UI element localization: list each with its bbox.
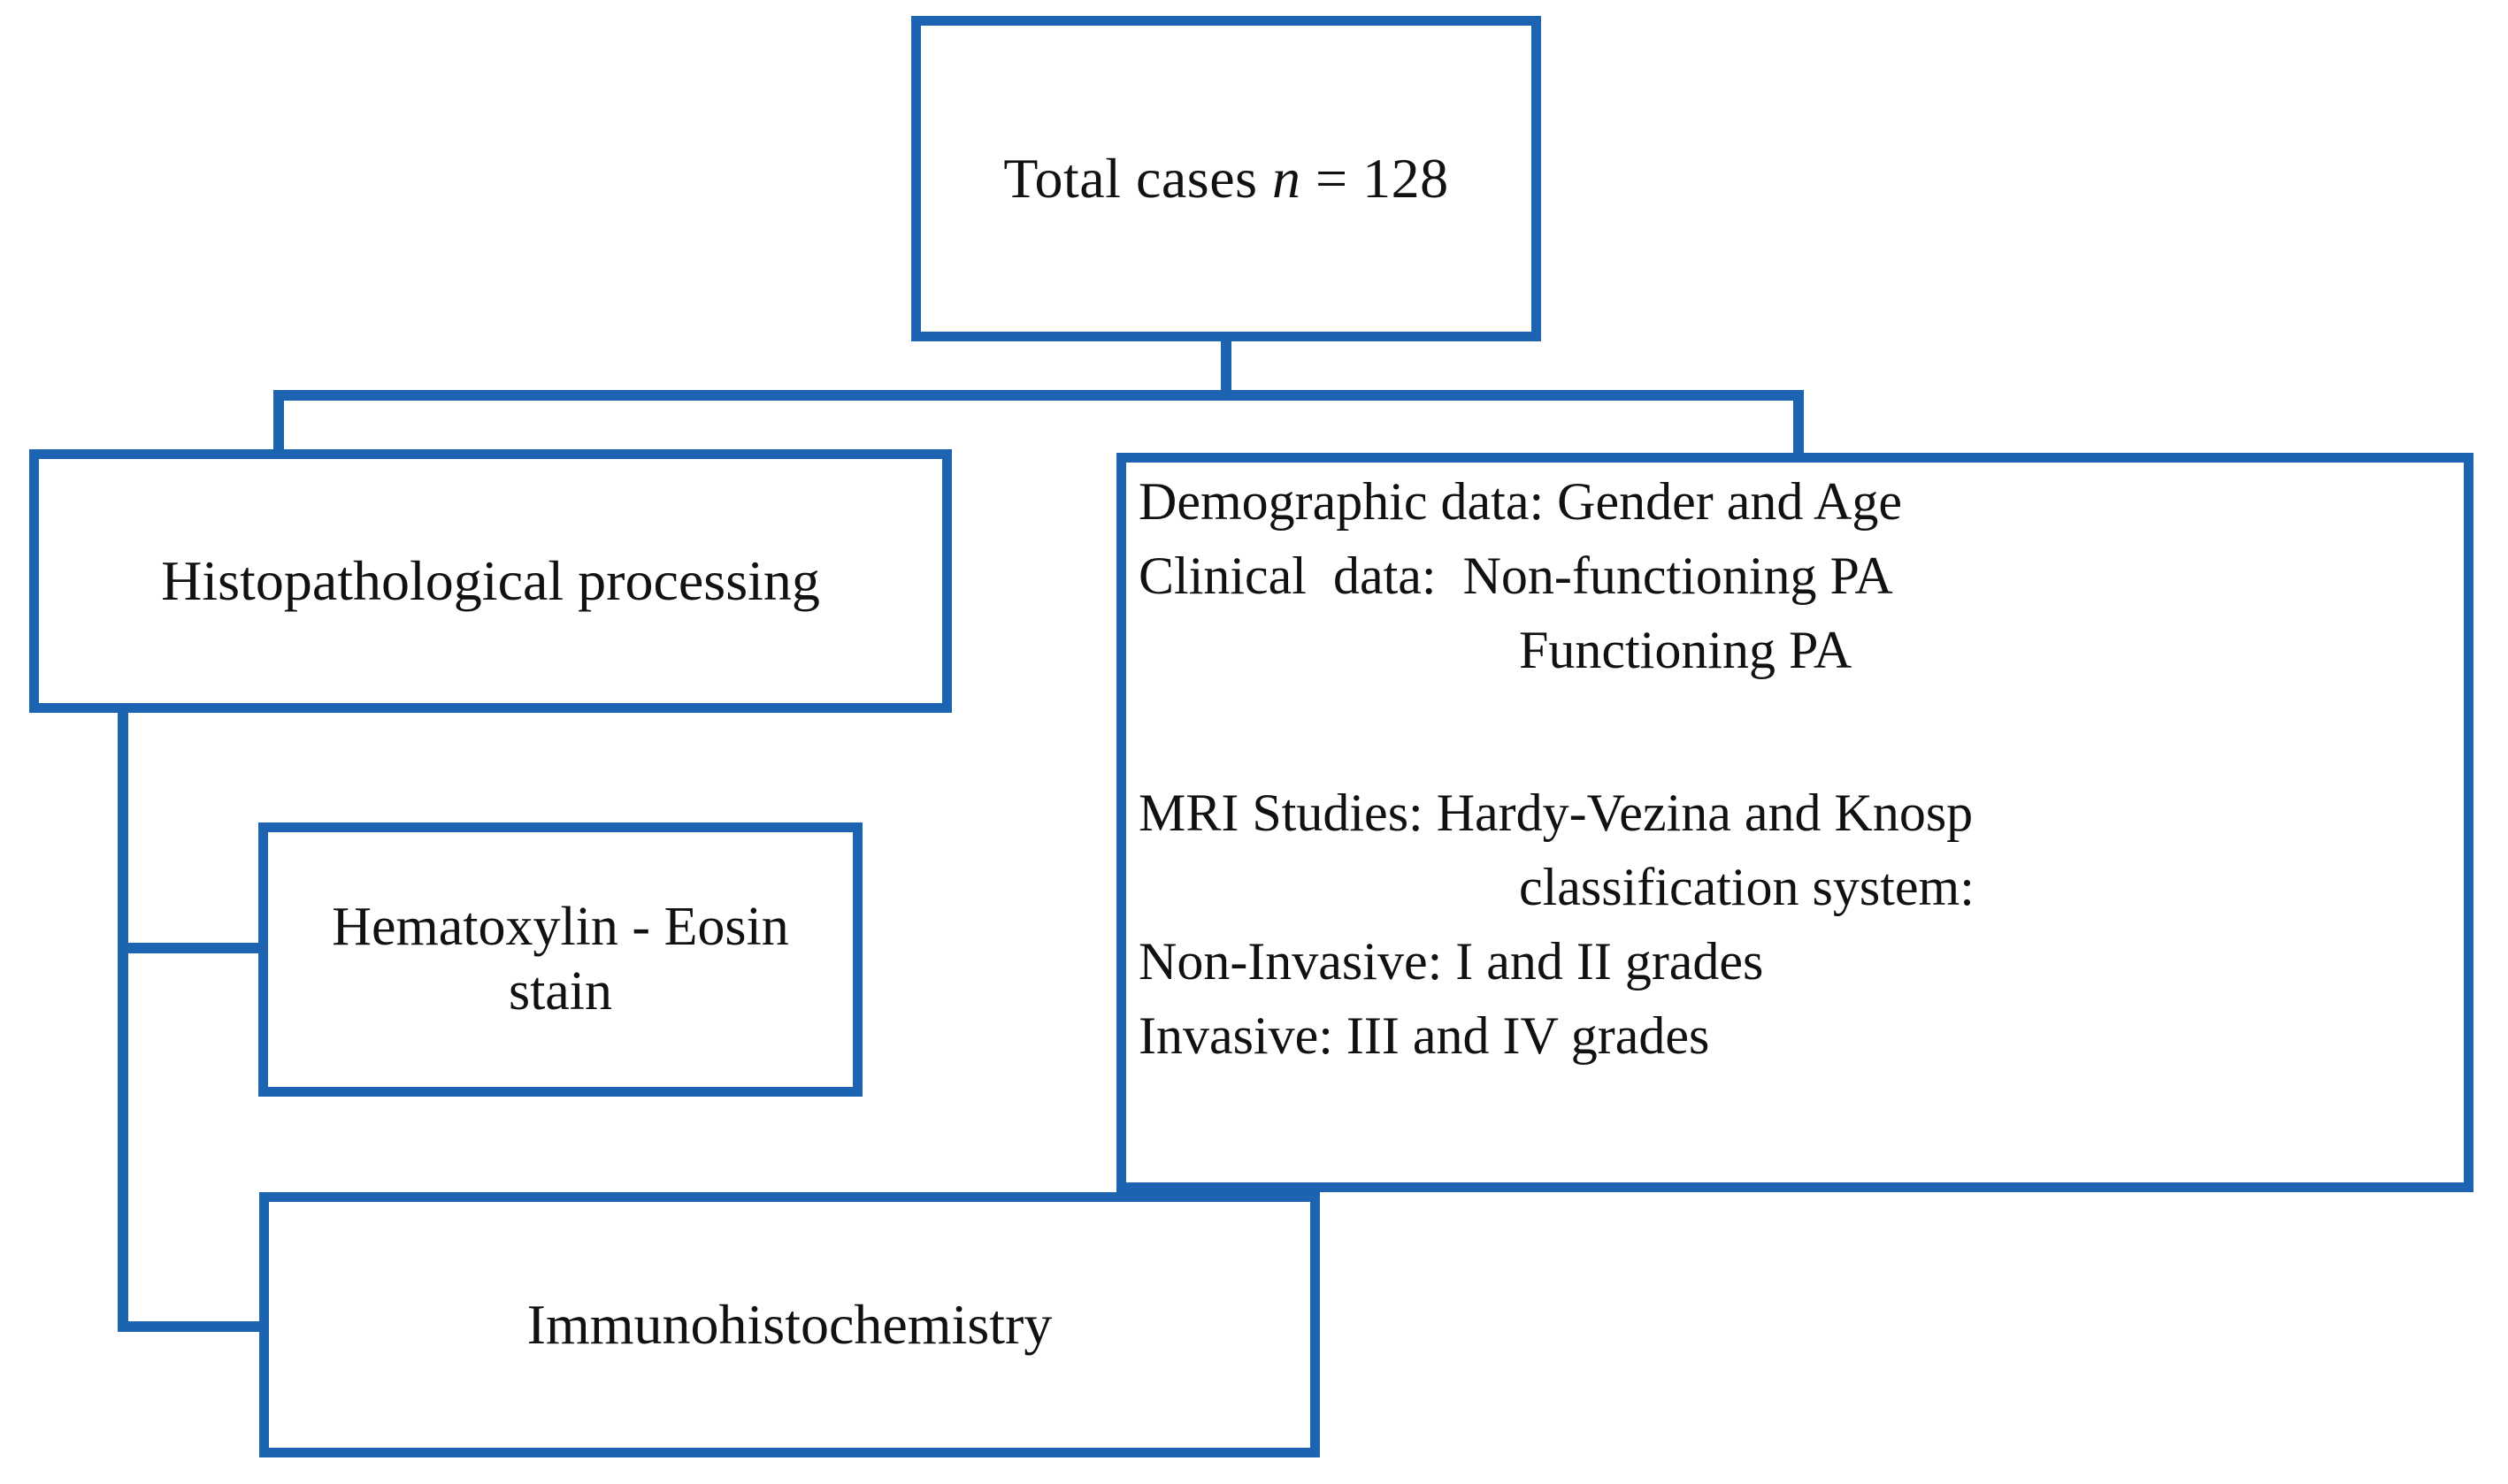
connector-right-drop [1793,390,1804,459]
node-data-collection-panel[interactable]: Demographic data: Gender and Age Clinica… [1116,453,2473,1192]
node-immunohistochemistry[interactable]: Immunohistochemistry [259,1192,1320,1457]
connector-split-horizontal [273,390,1804,401]
total-cases-variable: n [1272,147,1301,210]
node-immunohistochemistry-label: Immunohistochemistry [526,1293,1053,1357]
connector-left-spine [118,708,128,1332]
line-classification-system: classification system: [1519,858,1975,916]
node-total-cases[interactable]: Total cases n = 128 [911,16,1541,341]
connector-branch-hematoxylin [118,943,266,953]
line-clinical-data: Clinical data: Non-functioning PA [1139,547,1893,605]
hematoxylin-line-1: Hematoxylin - Eosin [332,896,789,957]
line-mri-studies: MRI Studies: Hardy-Vezina and Knosp [1139,784,1974,842]
node-histopathological-processing[interactable]: Histopathological processing [29,449,952,713]
connector-branch-immunohistochemistry [118,1321,268,1332]
line-non-invasive-grades: Non-Invasive: I and II grades [1139,932,1764,991]
line-gap [1139,698,2464,786]
total-cases-suffix: = 128 [1300,147,1449,210]
line-functioning-pa: Functioning PA [1519,621,1852,679]
total-cases-prefix: Total cases [1003,147,1273,210]
data-collection-lines: Demographic data: Gender and Age Clinica… [1139,475,2464,1083]
node-histopathological-label: Histopathological processing [161,549,820,613]
connector-left-drop [273,390,284,455]
line-demographic-data: Demographic data: Gender and Age [1139,472,1902,531]
line-invasive-grades: Invasive: III and IV grades [1139,1006,1710,1065]
connector-trunk-vertical [1221,336,1231,400]
hematoxylin-line-2: stain [508,961,613,1021]
node-total-cases-label: Total cases n = 128 [1003,145,1448,212]
